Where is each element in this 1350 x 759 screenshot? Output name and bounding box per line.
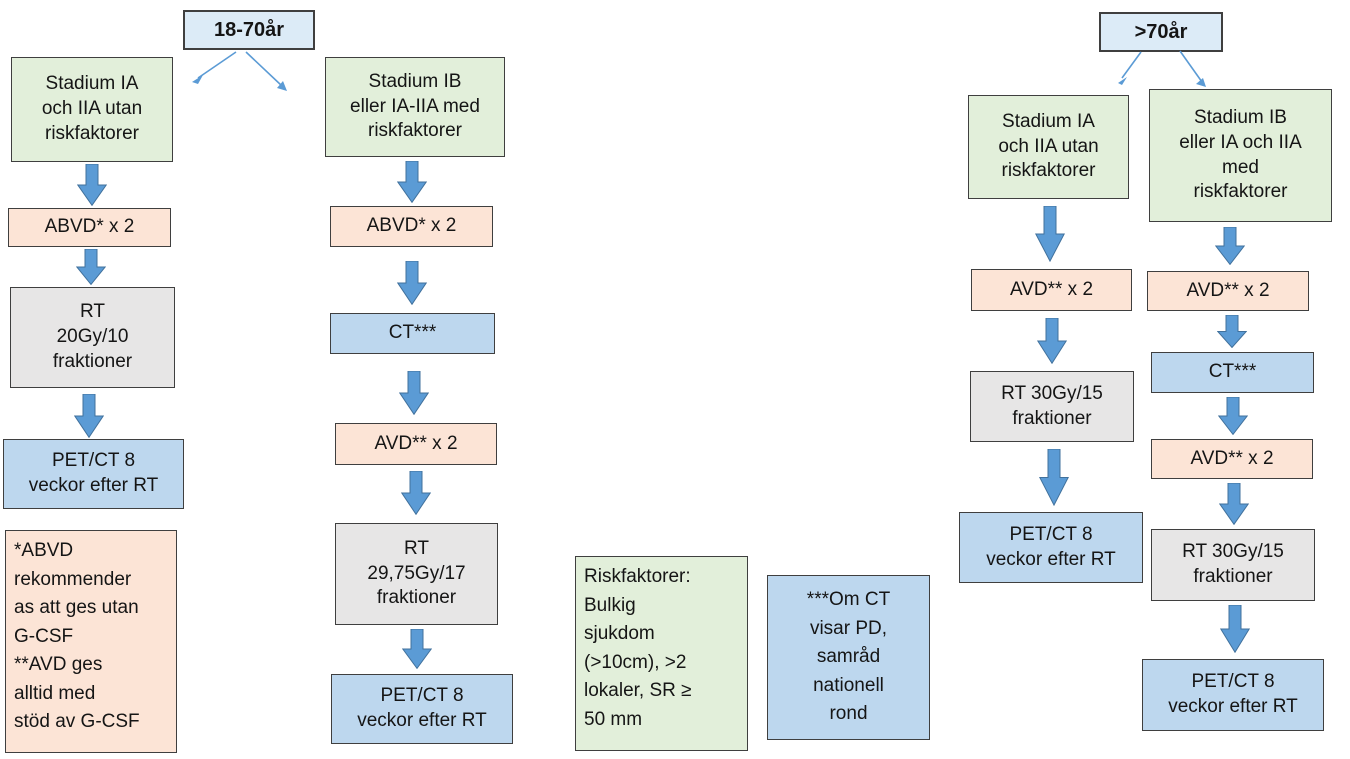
c4-avd1-box: AVD** x 2 <box>1147 271 1309 311</box>
down-arrow-icon <box>1035 206 1065 262</box>
c4-avd2-box: AVD** x 2 <box>1151 439 1313 479</box>
note-om-ct-box: ***Om CT visar PD, samråd nationell rond <box>767 575 930 740</box>
down-arrow-icon <box>1218 397 1248 435</box>
down-arrow-icon <box>1219 483 1249 525</box>
down-arrow-icon <box>1037 318 1067 364</box>
c2-petct-box: PET/CT 8 veckor efter RT <box>331 674 513 744</box>
branch-arrows-over-70-icon <box>1118 50 1206 87</box>
c4-stage-box: Stadium IB eller IA och IIA med riskfakt… <box>1149 89 1332 222</box>
c4-ct-box: CT*** <box>1151 352 1314 393</box>
c4-petct-box: PET/CT 8 veckor efter RT <box>1142 659 1324 731</box>
c2-rt-box: RT 29,75Gy/17 fraktioner <box>335 523 498 625</box>
c3-petct-box: PET/CT 8 veckor efter RT <box>959 512 1143 583</box>
c2-abvd-box: ABVD* x 2 <box>330 206 493 247</box>
c4-rt-box: RT 30Gy/15 fraktioner <box>1151 529 1315 601</box>
c3-avd-box: AVD** x 2 <box>971 269 1132 311</box>
footnote-abvd-avd-box: *ABVD rekommender as att ges utan G-CSF … <box>5 530 177 753</box>
down-arrow-icon <box>1039 449 1069 506</box>
down-arrow-icon <box>77 164 107 206</box>
branch-arrows-18-70-icon <box>192 51 287 91</box>
c1-petct-box: PET/CT 8 veckor efter RT <box>3 439 184 509</box>
c3-stage-box: Stadium IA och IIA utan riskfaktorer <box>968 95 1129 199</box>
note-riskfaktorer-box: Riskfaktorer: Bulkig sjukdom (>10cm), >2… <box>575 556 748 751</box>
down-arrow-icon <box>401 471 431 515</box>
down-arrow-icon <box>1217 315 1247 348</box>
c3-rt-box: RT 30Gy/15 fraktioner <box>970 371 1134 442</box>
c1-stage-box: Stadium IA och IIA utan riskfaktorer <box>11 57 173 162</box>
down-arrow-icon <box>402 629 432 669</box>
down-arrow-icon <box>76 249 106 285</box>
down-arrow-icon <box>399 371 429 415</box>
c2-ct-box: CT*** <box>330 313 495 354</box>
down-arrow-icon <box>1220 605 1250 653</box>
c2-avd-box: AVD** x 2 <box>335 423 497 465</box>
down-arrow-icon <box>74 394 104 438</box>
header-age-18-70: 18-70år <box>183 10 315 50</box>
down-arrow-icon <box>397 161 427 203</box>
down-arrow-icon <box>397 261 427 305</box>
down-arrow-icon <box>1215 227 1245 265</box>
c1-rt-box: RT 20Gy/10 fraktioner <box>10 287 175 388</box>
c1-abvd-box: ABVD* x 2 <box>8 208 171 247</box>
header-age-over-70: >70år <box>1099 12 1223 52</box>
c2-stage-box: Stadium IB eller IA-IIA med riskfaktorer <box>325 57 505 157</box>
